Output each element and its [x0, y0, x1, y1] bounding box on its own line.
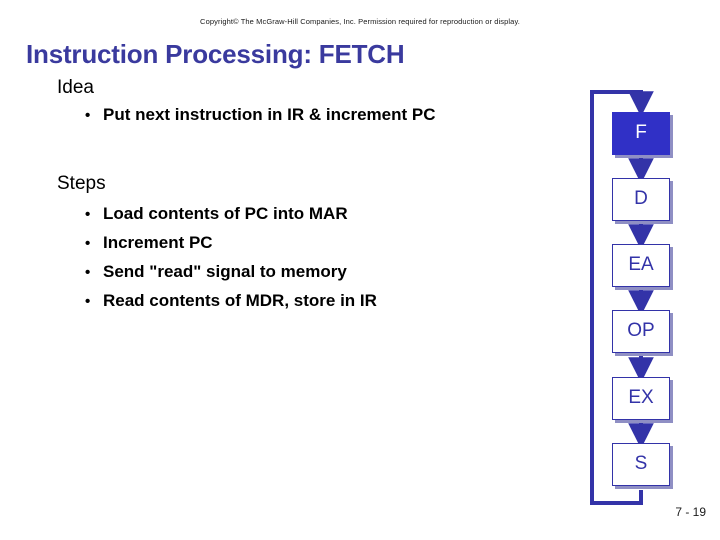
bullet-icon: •: [85, 235, 91, 252]
flow-stage-store[interactable]: S: [612, 443, 670, 486]
copyright-notice: Copyright© The McGraw-Hill Companies, In…: [200, 17, 520, 26]
feedback-loop-connector: [590, 90, 654, 505]
list-item: • Load contents of PC into MAR: [85, 203, 348, 226]
list-item-label: Read contents of MDR, store in IR: [103, 291, 377, 310]
flow-stage-fetch[interactable]: F: [612, 112, 670, 155]
list-item-label: Load contents of PC into MAR: [103, 204, 348, 223]
section-heading-idea: Idea: [57, 77, 94, 98]
bullet-icon: •: [85, 293, 91, 310]
bullet-icon: •: [85, 206, 91, 223]
list-item: • Put next instruction in IR & increment…: [85, 104, 435, 127]
bullet-icon: •: [85, 107, 91, 124]
instruction-cycle-diagram: F D EA OP EX S: [575, 85, 720, 510]
list-item-label: Increment PC: [103, 233, 213, 252]
list-item-label: Send "read" signal to memory: [103, 262, 347, 281]
flow-connectors: [590, 90, 654, 505]
page-number: 7 - 19: [675, 505, 706, 519]
content-body: Idea • Put next instruction in IR & incr…: [57, 77, 435, 313]
flow-stage-evaluate-address[interactable]: EA: [612, 244, 670, 287]
list-item: • Increment PC: [85, 232, 213, 255]
section-heading-steps: Steps: [57, 173, 106, 194]
flow-stage-fetch-operands[interactable]: OP: [612, 310, 670, 353]
bullet-icon: •: [85, 264, 91, 281]
list-item: • Read contents of MDR, store in IR: [85, 290, 377, 313]
flow-stage-execute[interactable]: EX: [612, 377, 670, 420]
list-item: • Send "read" signal to memory: [85, 261, 347, 284]
list-item-label: Put next instruction in IR & increment P…: [103, 105, 436, 124]
flow-stage-decode[interactable]: D: [612, 178, 670, 221]
page-title: Instruction Processing: FETCH: [26, 39, 405, 69]
